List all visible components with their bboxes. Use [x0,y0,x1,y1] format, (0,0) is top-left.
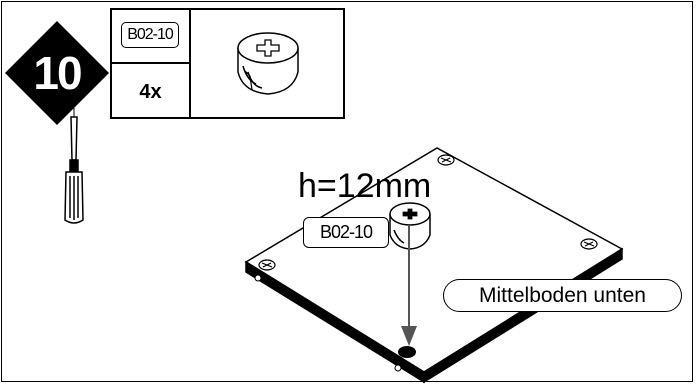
step-badge-diamond [5,21,109,125]
table-divider [189,10,191,117]
part-quantity: 4x [139,81,162,103]
table-divider [112,62,189,64]
height-label: h=12mm [298,167,432,205]
arrow-down-icon [401,226,417,346]
screwdriver-icon [64,108,84,224]
screw-head-icon [258,154,598,271]
target-hole [398,346,416,358]
callout-part-code: B02-10 [303,217,389,248]
part-code: B02-10 [121,22,179,48]
parts-table: B02-10 4x [110,8,345,119]
edge-hole [254,274,402,372]
step-number: 10 [33,47,82,99]
panel-label: Mittelboden unten [443,279,682,312]
cam-lock-icon [237,32,299,95]
